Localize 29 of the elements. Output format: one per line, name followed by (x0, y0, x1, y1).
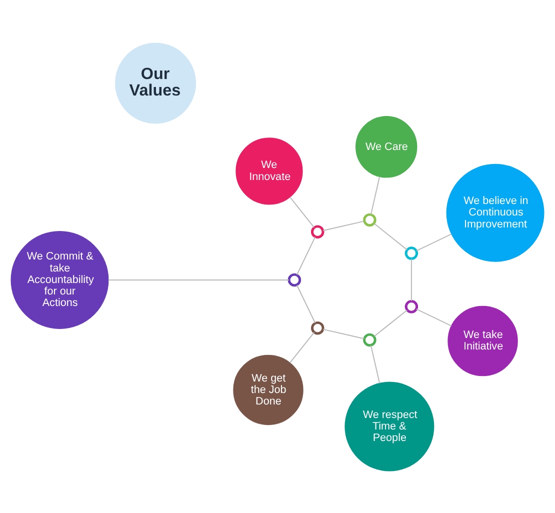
node-circle: Our Values (115, 42, 196, 124)
node-circle: We Commit & take Accountability for our Actions (10, 230, 109, 328)
connector (290, 196, 315, 228)
connector (322, 328, 364, 339)
node-circle (310, 320, 324, 334)
node-circle: We respect Time & People (344, 381, 434, 471)
node-circle: We take Initiative (448, 305, 518, 376)
connector (370, 344, 380, 383)
node-circle (404, 300, 418, 313)
connector (370, 176, 380, 214)
connector (108, 278, 289, 280)
connector (374, 309, 408, 336)
node-circle: We Care (356, 116, 418, 178)
node-circle (363, 332, 376, 346)
connector (416, 233, 452, 251)
node-circle: We Innovate (236, 137, 303, 204)
connector (296, 236, 316, 275)
connector (410, 258, 412, 301)
node-circle (363, 212, 376, 226)
node-circle (310, 224, 324, 238)
connector (290, 332, 315, 362)
connector (374, 222, 408, 250)
node-circle: We believe in Continuous Improvement (446, 163, 544, 262)
node-circle (288, 272, 302, 286)
node-circle: We get the Job Done (233, 354, 304, 425)
connector (416, 308, 452, 326)
connector (296, 284, 316, 323)
node-circle (404, 246, 418, 260)
connector (322, 220, 364, 231)
